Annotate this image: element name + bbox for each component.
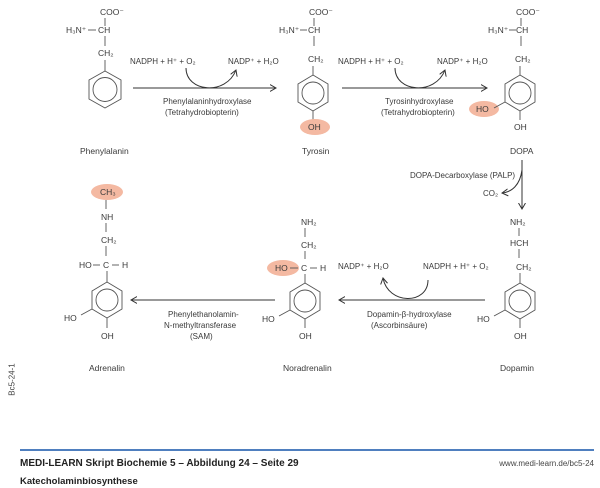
noradrenalin-name: Noradrenalin (283, 363, 332, 373)
dopa-oh: OH (514, 122, 527, 132)
phenylalanin-amine: H₃N⁺ (66, 25, 87, 35)
noradrenalin-nh2: NH₂ (301, 217, 317, 227)
phenylalanin-ch2: CH₂ (98, 48, 114, 58)
noradrenalin-ch2: CH₂ (301, 240, 317, 250)
phenylalanin-ch: CH (98, 25, 110, 35)
phenylalanin-structure: COO⁻ H₃N⁺ CH CH₂ Phenylalanin (66, 7, 129, 156)
katecholamin-pathway-diagram: COO⁻ H₃N⁺ CH CH₂ Phenylalanin NADPH + H⁺… (64, 7, 540, 373)
r4-enzyme: Dopamin-β-hydroxylase (367, 310, 452, 319)
r5-enzyme-line2: N-methyltransferase (164, 321, 237, 330)
adrenalin-benzene-ring (91, 281, 123, 319)
footer-subtitle: Katecholaminbiosynthese (20, 476, 138, 487)
co2-release-arrow (502, 169, 523, 193)
tyrosin-ch: CH (308, 25, 320, 35)
dopamin-name: Dopamin (500, 363, 534, 373)
adrenalin-ho-side: HO (79, 260, 92, 270)
tyrosin-structure: COO⁻ H₃N⁺ CH CH₂ OH Tyrosin (279, 7, 333, 156)
noradrenalin-ho-side: HO (275, 263, 288, 273)
noradrenalin-benzene-ring (289, 282, 321, 320)
adrenalin-h: H (122, 260, 128, 270)
r3-enzyme: DOPA-Decarboxylase (PALP) (410, 171, 515, 180)
highlight-oh (300, 119, 330, 135)
dopa-amine: H₃N⁺ (488, 25, 509, 35)
r1-substrate: NADPH + H⁺ + O₂ (130, 57, 196, 66)
highlight-ho (469, 101, 499, 117)
figure-code: Bc5-24-1 (7, 363, 17, 396)
r4-product: NADP⁺ + H₂O (338, 262, 389, 271)
phenylalanin-name: Phenylalanin (80, 146, 129, 156)
footer-url-link[interactable]: www.medi-learn.de/bc5-24 (499, 459, 594, 468)
adrenalin-oh: OH (101, 331, 114, 341)
adrenalin-ho: HO (64, 313, 77, 323)
footer-title: MEDI-LEARN Skript Biochemie 5 – Abbildun… (20, 458, 299, 469)
dopamin-hch: HCH (510, 238, 528, 248)
reaction-dopamin-beta-hydroxylase: NADP⁺ + H₂O NADPH + H⁺ + O₂ Dopamin-β-hy… (338, 262, 489, 330)
phenylalanin-coo: COO⁻ (100, 7, 124, 17)
reaction-dopa-decarboxylase: DOPA-Decarboxylase (PALP) CO₂ (410, 160, 522, 209)
adrenalin-ch3: CH₃ (100, 187, 116, 197)
dopamin-benzene-ring (504, 282, 536, 320)
r2-product: NADP⁺ + H₂O (437, 57, 488, 66)
noradrenalin-oh: OH (299, 331, 312, 341)
noradrenalin-structure: NH₂ CH₂ HO C H HO OH Noradrenalin (262, 217, 332, 373)
dopa-benzene-ring (504, 74, 536, 112)
adrenalin-ch2: CH₂ (101, 235, 117, 245)
dopa-ch: CH (516, 25, 528, 35)
dopamin-nh2: NH₂ (510, 217, 526, 227)
reaction-tyrosinhydroxylase: NADPH + H⁺ + O₂ NADP⁺ + H₂O Tyrosinhydro… (338, 57, 488, 117)
tyrosin-benzene-ring (297, 74, 329, 112)
dopamin-ho: HO (477, 314, 490, 324)
r4-substrate: NADPH + H⁺ + O₂ (423, 262, 489, 271)
cofactor-curve-arrow-4 (383, 278, 429, 299)
adrenalin-c: C (103, 260, 109, 270)
dopa-ch2: CH₂ (515, 54, 531, 64)
r1-enzyme: Phenylalaninhydroxylase (163, 97, 252, 106)
tyrosin-name: Tyrosin (302, 146, 330, 156)
tyrosin-ch2: CH₂ (308, 54, 324, 64)
adrenalin-nh: NH (101, 212, 113, 222)
r2-substrate: NADPH + H⁺ + O₂ (338, 57, 404, 66)
r5-enzyme-line1: Phenylethanolamin- (168, 310, 239, 319)
cofactor-curve-arrow-2 (394, 67, 445, 89)
r2-cofactor: (Tetrahydrobiopterin) (381, 108, 455, 117)
r1-product: NADP⁺ + H₂O (228, 57, 279, 66)
noradrenalin-h: H (320, 263, 326, 273)
dopamin-oh: OH (514, 331, 527, 341)
dopa-name: DOPA (510, 146, 534, 156)
tyrosin-amine: H₃N⁺ (279, 25, 300, 35)
dopa-coo: COO⁻ (516, 7, 540, 17)
footer-divider (20, 449, 594, 451)
phenylalanin-benzene-ring (88, 70, 122, 109)
r4-cofactor: (Ascorbinsäure) (371, 321, 428, 330)
dopamin-ch2: CH₂ (516, 262, 532, 272)
r2-enzyme: Tyrosinhydroxylase (385, 97, 454, 106)
r5-cofactor: (SAM) (190, 332, 213, 341)
adrenalin-name: Adrenalin (89, 363, 125, 373)
tyrosin-coo: COO⁻ (309, 7, 333, 17)
dopa-structure: COO⁻ H₃N⁺ CH CH₂ HO OH DOPA (469, 7, 540, 156)
highlight-ho-side (267, 260, 299, 276)
noradrenalin-c: C (301, 263, 307, 273)
reaction-phenylalaninhydroxylase: NADPH + H⁺ + O₂ NADP⁺ + H₂O Phenylalanin… (130, 57, 279, 117)
dopamin-structure: NH₂ HCH CH₂ HO OH Dopamin (477, 217, 536, 373)
tyrosin-oh: OH (308, 122, 321, 132)
adrenalin-structure: CH₃ NH CH₂ HO C H HO OH Adrenalin (64, 184, 128, 373)
highlight-ch3 (91, 184, 123, 200)
reaction-pnmt: Phenylethanolamin- N-methyltransferase (… (131, 300, 275, 341)
cofactor-curve-arrow-1 (185, 67, 236, 89)
noradrenalin-ho: HO (262, 314, 275, 324)
r1-cofactor: (Tetrahydrobiopterin) (165, 108, 239, 117)
r3-product: CO₂ (483, 189, 498, 198)
dopa-ho: HO (476, 104, 489, 114)
